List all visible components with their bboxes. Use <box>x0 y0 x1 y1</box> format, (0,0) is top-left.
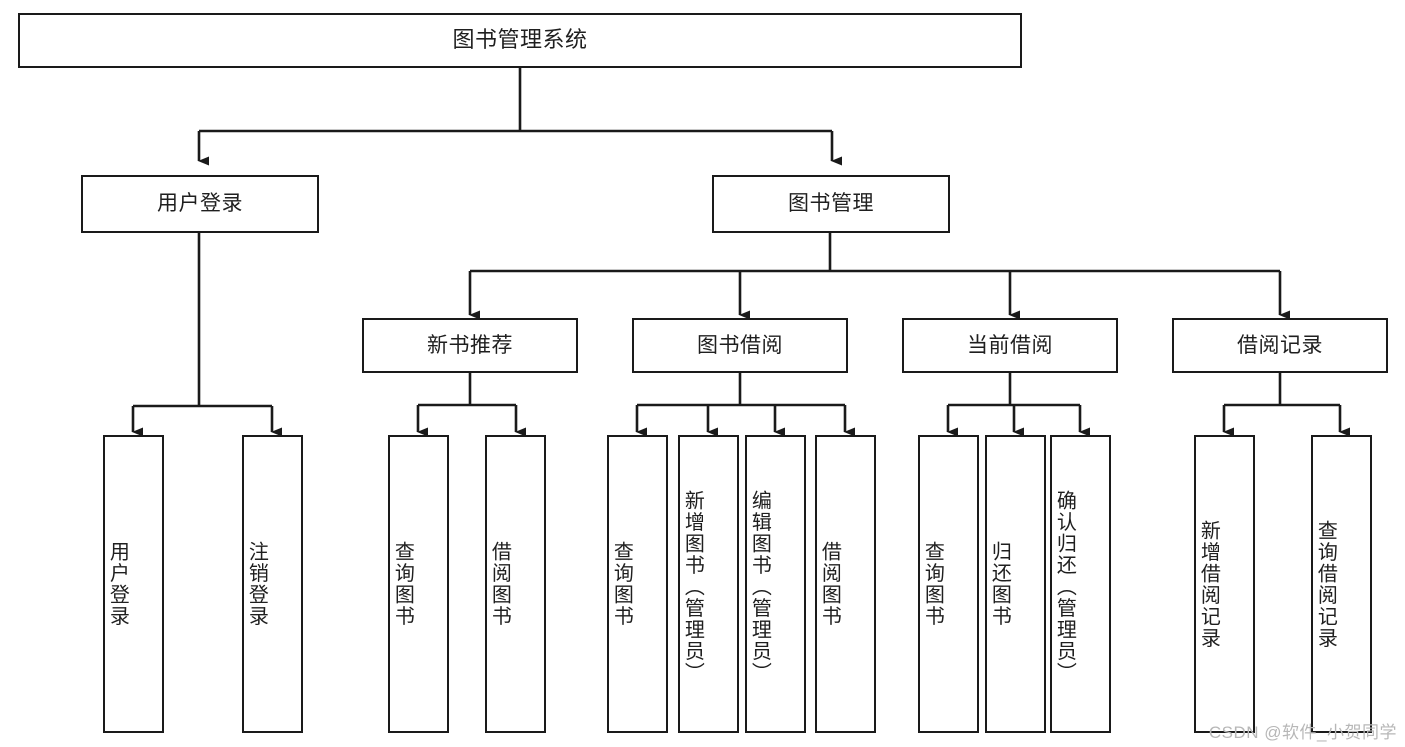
leaf-confirm-return-label: 确认归还（管理员） <box>1053 490 1076 684</box>
watermark: CSDN @软件_小贺同学 <box>1208 723 1397 742</box>
node-user-login-label: 用户登录 <box>157 192 243 216</box>
leaf-logout-label: 注销登录 <box>245 541 268 627</box>
leaf-borrow-book-2[interactable]: 借阅图书 <box>815 435 876 733</box>
leaf-borrow-book-1-label: 借阅图书 <box>488 541 511 627</box>
node-current-borrow[interactable]: 当前借阅 <box>902 318 1118 373</box>
leaf-add-record-label: 新增借阅记录 <box>1197 519 1220 649</box>
leaf-query-book-2-label: 查询图书 <box>610 541 633 627</box>
leaf-add-record[interactable]: 新增借阅记录 <box>1194 435 1255 733</box>
node-book-manage-label: 图书管理 <box>788 192 874 216</box>
leaf-user-login[interactable]: 用户登录 <box>103 435 164 733</box>
leaf-add-book[interactable]: 新增图书（管理员） <box>678 435 739 733</box>
leaf-edit-book[interactable]: 编辑图书（管理员） <box>745 435 806 733</box>
leaf-add-book-label: 新增图书（管理员） <box>681 490 704 684</box>
leaf-query-book-2[interactable]: 查询图书 <box>607 435 668 733</box>
node-root-label: 图书管理系统 <box>452 27 588 53</box>
node-root[interactable]: 图书管理系统 <box>18 13 1022 68</box>
leaf-edit-book-label: 编辑图书（管理员） <box>748 490 771 684</box>
leaf-query-book-3[interactable]: 查询图书 <box>918 435 979 733</box>
node-book-borrow[interactable]: 图书借阅 <box>632 318 848 373</box>
node-book-borrow-label: 图书借阅 <box>697 333 783 357</box>
leaf-confirm-return[interactable]: 确认归还（管理员） <box>1050 435 1111 733</box>
leaf-return-book[interactable]: 归还图书 <box>985 435 1046 733</box>
leaf-user-login-label: 用户登录 <box>106 541 129 627</box>
node-book-manage[interactable]: 图书管理 <box>712 175 950 233</box>
node-user-login[interactable]: 用户登录 <box>81 175 319 233</box>
leaf-query-book-1-label: 查询图书 <box>391 541 414 627</box>
node-borrow-record-label: 借阅记录 <box>1237 333 1323 357</box>
leaf-borrow-book-2-label: 借阅图书 <box>818 541 841 627</box>
leaf-query-record[interactable]: 查询借阅记录 <box>1311 435 1372 733</box>
node-new-book-rec[interactable]: 新书推荐 <box>362 318 578 373</box>
node-new-book-rec-label: 新书推荐 <box>427 333 513 357</box>
leaf-query-book-1[interactable]: 查询图书 <box>388 435 449 733</box>
leaf-return-book-label: 归还图书 <box>988 541 1011 627</box>
node-borrow-record[interactable]: 借阅记录 <box>1172 318 1388 373</box>
node-current-borrow-label: 当前借阅 <box>967 333 1053 357</box>
leaf-logout[interactable]: 注销登录 <box>242 435 303 733</box>
leaf-query-book-3-label: 查询图书 <box>921 541 944 627</box>
leaf-query-record-label: 查询借阅记录 <box>1314 519 1337 649</box>
leaf-borrow-book-1[interactable]: 借阅图书 <box>485 435 546 733</box>
